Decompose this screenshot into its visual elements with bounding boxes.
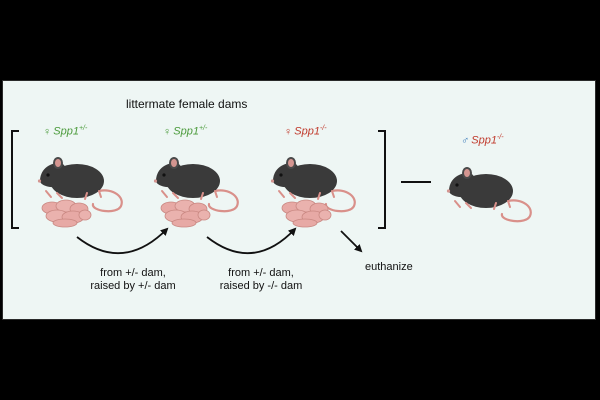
dam-1-genotype-label: ♀Spp1+/- [43, 125, 87, 138]
right-bracket [378, 130, 386, 229]
dam-2-genotype: +/- [198, 125, 208, 132]
transition-2-line2: raised by -/- dam [219, 280, 303, 292]
dam-3-genotype-label: ♀Spp1-/- [284, 125, 327, 138]
transition-1-line1: from +/- dam, [100, 267, 166, 279]
dam-2-genotype-label: ♀Spp1+/- [163, 125, 207, 138]
diagram-title: littermate female dams [126, 97, 248, 111]
euthanize-arrow [340, 230, 363, 253]
litter-2-pups-icon [160, 199, 211, 228]
female-symbol-icon: ♀ [163, 125, 172, 138]
male-mouse-icon [445, 165, 532, 223]
left-bracket [11, 130, 19, 229]
transition-1-label: from +/- dam, raised by +/- dam [73, 267, 193, 293]
dam-1-genotype: +/- [78, 125, 88, 132]
dam-3-genotype: -/- [319, 125, 327, 132]
diagram-panel: littermate female dams ♀Spp1+/- ♀Spp1+/-… [2, 80, 596, 320]
transfer-arrow-1 [76, 227, 169, 255]
euthanize-label: euthanize [365, 261, 413, 273]
litter-3-pups-icon [281, 199, 332, 228]
male-symbol-icon: ♂ [461, 134, 470, 147]
female-symbol-icon: ♀ [284, 125, 293, 138]
dam-3-gene: Spp1 [294, 125, 320, 138]
female-symbol-icon: ♀ [43, 125, 52, 138]
transition-2-line1: from +/- dam, [228, 267, 294, 279]
male-genotype: -/- [496, 134, 504, 141]
male-genotype-label: ♂Spp1-/- [461, 134, 504, 147]
transition-1-line2: raised by +/- dam [90, 280, 176, 292]
diagram-canvas [11, 130, 532, 255]
transfer-arrow-2 [206, 227, 297, 255]
transition-2-label: from +/- dam, raised by -/- dam [201, 267, 321, 293]
male-gene: Spp1 [471, 134, 497, 147]
dam-1-gene: Spp1 [53, 125, 79, 138]
litter-1-pups-icon [41, 199, 92, 228]
dam-2-gene: Spp1 [173, 125, 199, 138]
